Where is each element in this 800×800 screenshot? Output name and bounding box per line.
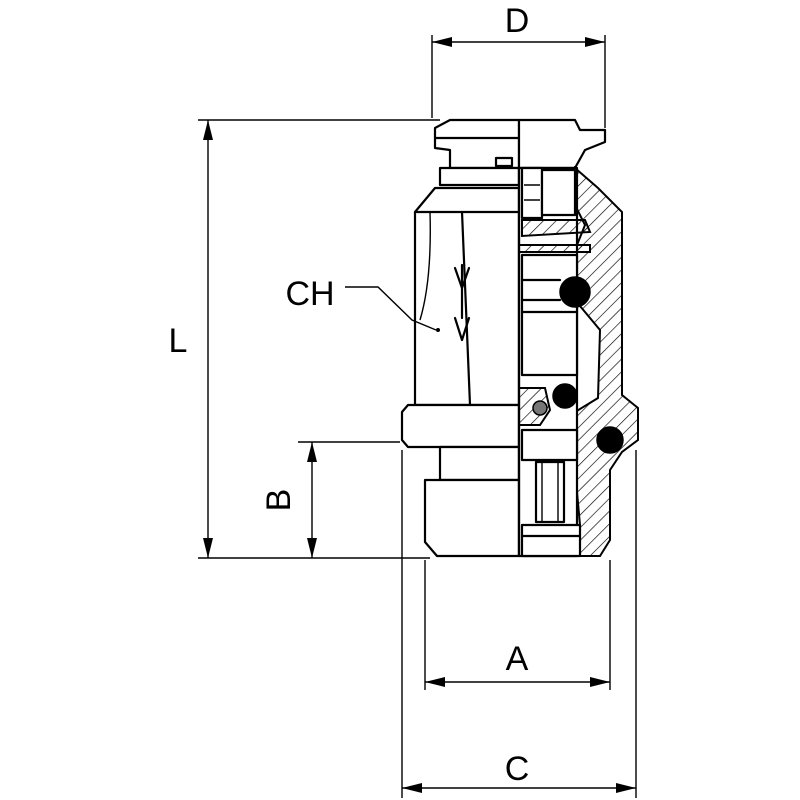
- o-ring-upper: [559, 276, 591, 308]
- dimension-label-c: C: [505, 750, 530, 788]
- o-ring-middle: [552, 383, 578, 409]
- dimension-label-a: A: [506, 640, 529, 678]
- ball-seal: [532, 400, 548, 416]
- dimension-label-l: L: [169, 322, 188, 360]
- dimension-label-b: B: [260, 489, 298, 512]
- dimension-lines: [198, 35, 637, 798]
- exterior-half-view: [400, 118, 521, 558]
- section-half-view: [517, 118, 639, 558]
- dimension-label-ch: CH: [285, 275, 334, 313]
- ch-leader-dot: [436, 328, 440, 332]
- o-ring-outer: [596, 426, 624, 454]
- dimension-label-d: D: [505, 2, 530, 40]
